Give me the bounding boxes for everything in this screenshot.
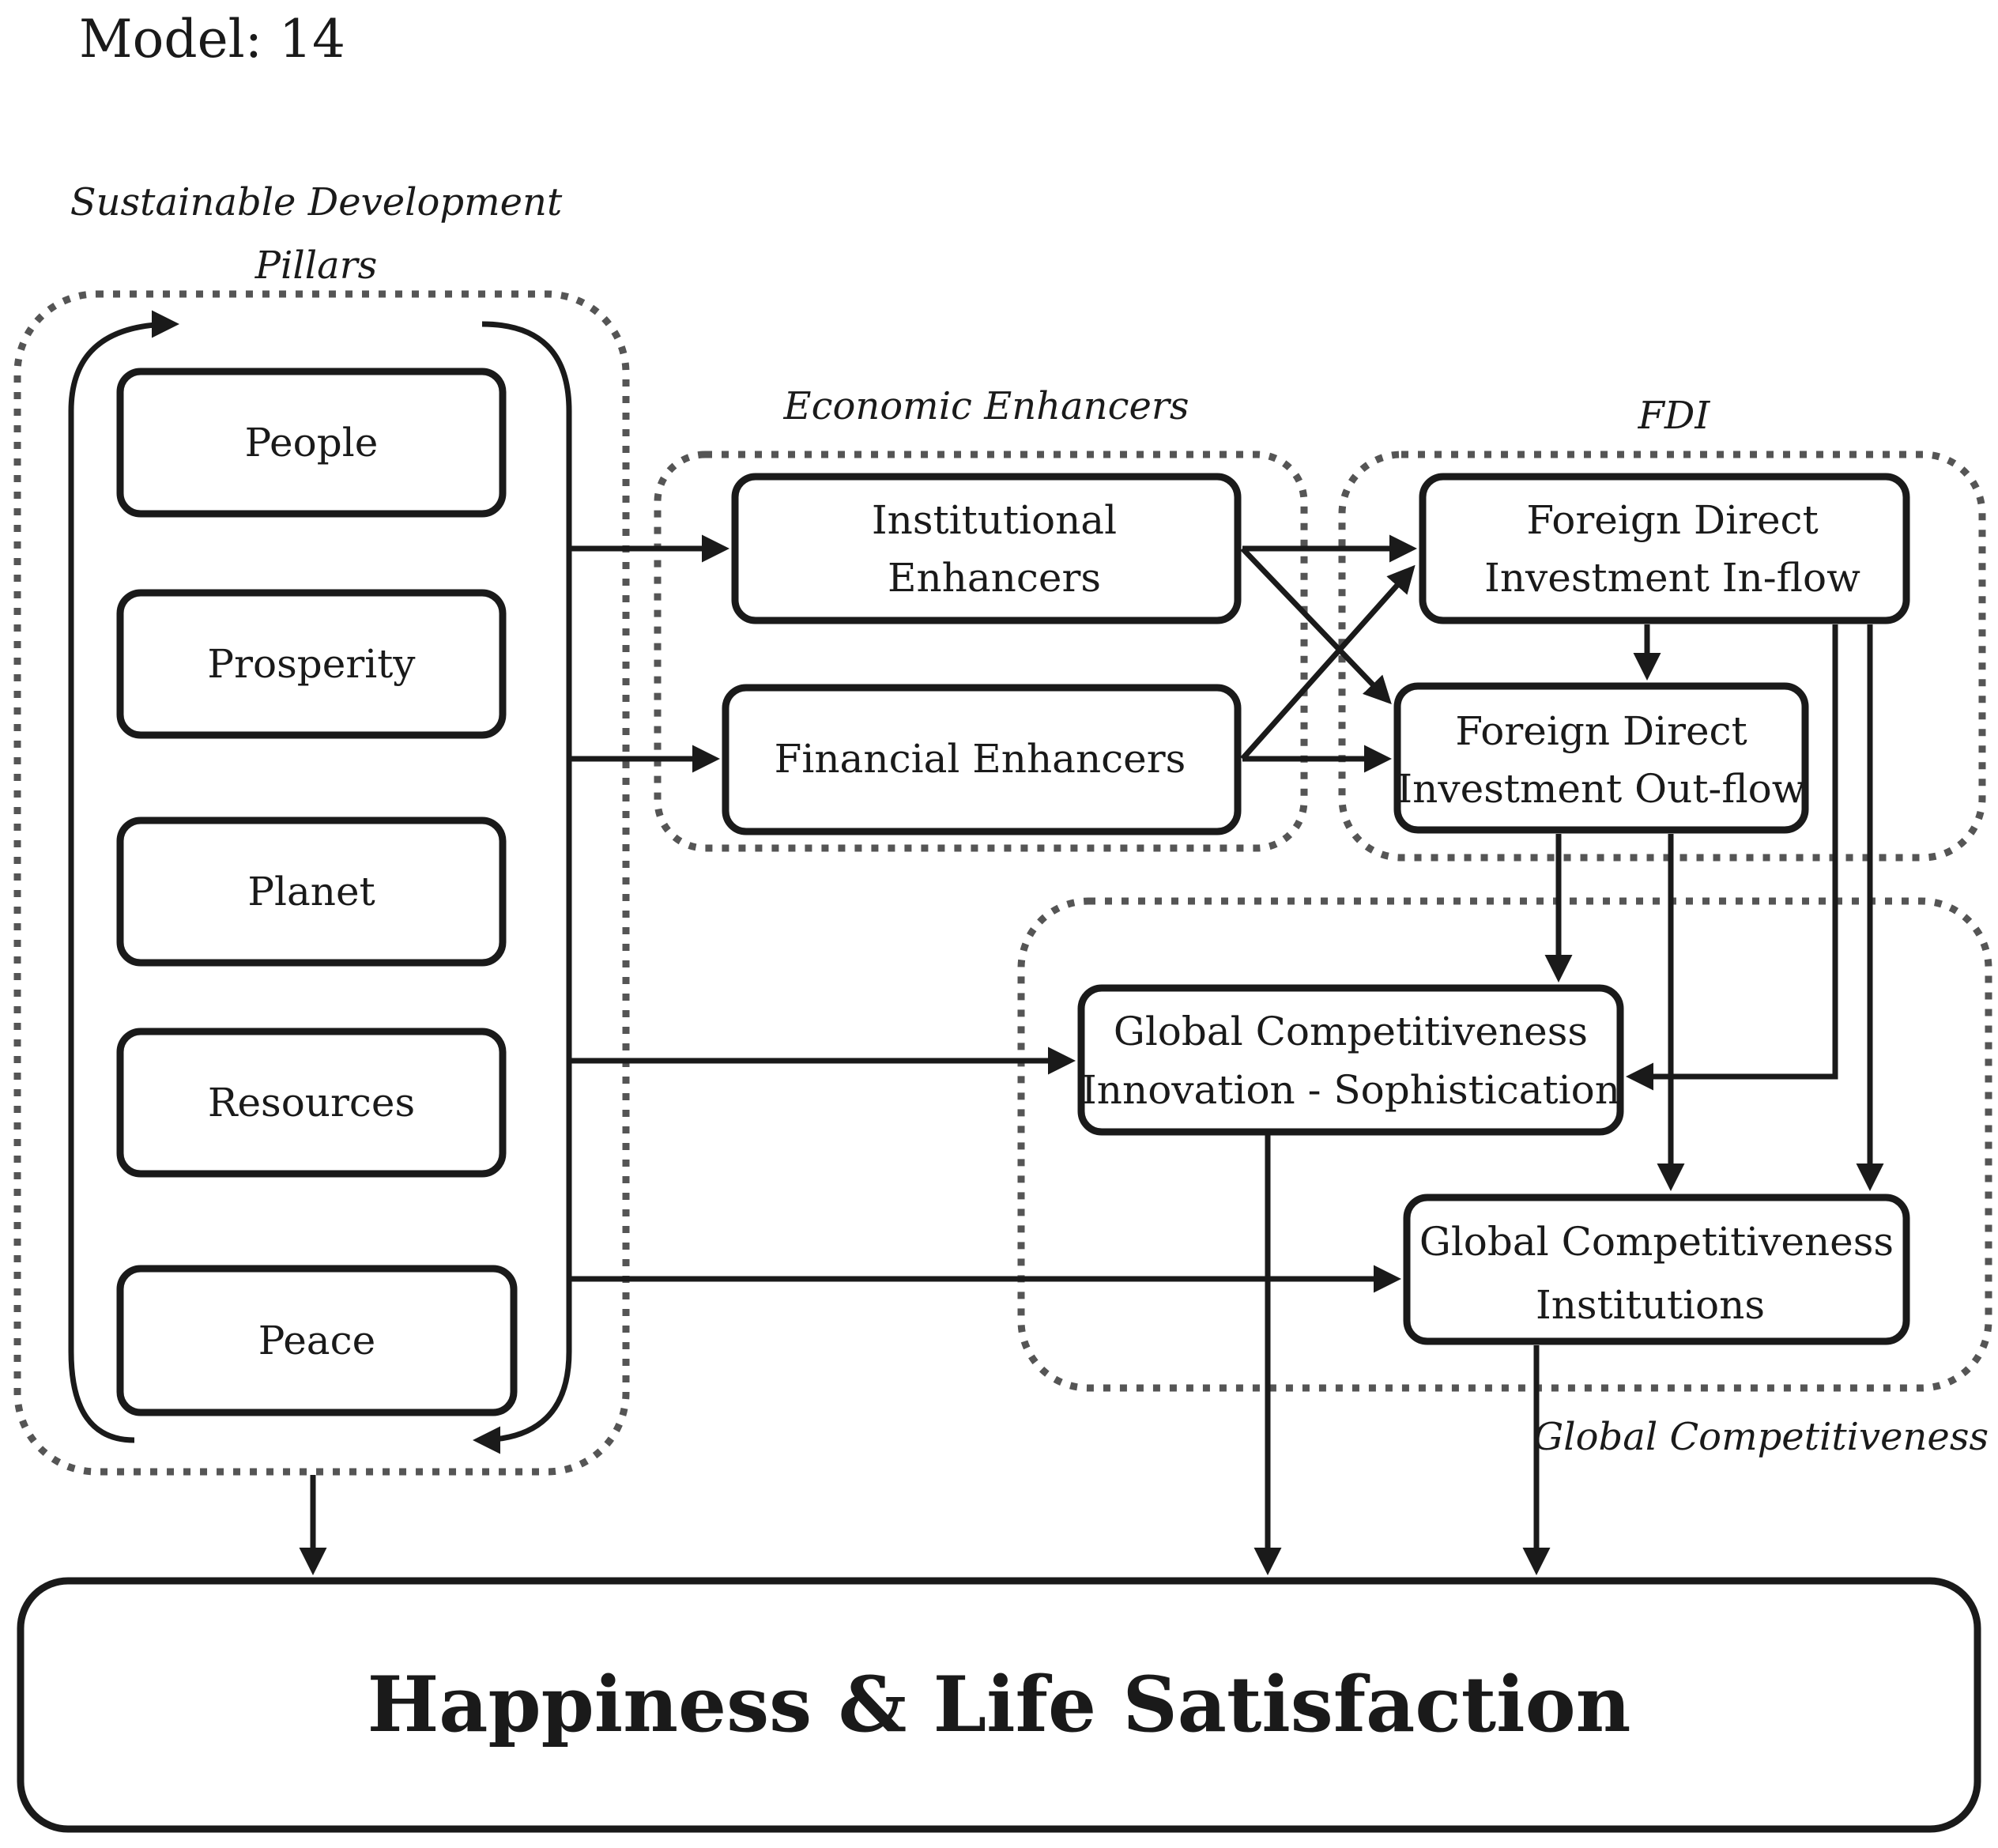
- cycle-arrow-left: [68, 310, 179, 1443]
- fdi-outflow-box: [1393, 682, 1809, 834]
- pillar-planet-box: [116, 817, 507, 967]
- fdi-outflow-label-line1: Foreign Direct: [1455, 708, 1747, 754]
- sdg-group-label-line2: Pillars: [254, 243, 378, 288]
- pillar-peace-box: [116, 1265, 518, 1416]
- fdi-outflow-label-line2: Investment Out-flow: [1397, 766, 1805, 812]
- model-title: Model: 14: [79, 9, 345, 70]
- financial-enhancers-box: [722, 684, 1242, 835]
- outcome-box: [17, 1577, 1981, 1833]
- economic-group-label: Economic Enhancers: [783, 384, 1189, 428]
- gc-institutions-label-line1: Global Competitiveness: [1419, 1219, 1894, 1265]
- gc-institutions-label-line2: Institutions: [1536, 1282, 1765, 1328]
- fdi-group-label: FDI: [1638, 394, 1711, 438]
- cycle-arrow-right: [473, 321, 572, 1454]
- institutional-enhancers-box: [731, 473, 1242, 624]
- arrow-financial-to-inflow: [1240, 564, 1416, 761]
- pillar-peace-label: Peace: [258, 1318, 375, 1363]
- fdi-inflow-label-line2: Investment In-flow: [1484, 555, 1860, 601]
- gc-innovation-box: [1077, 984, 1624, 1136]
- institutional-enhancers-label-line1: Institutional: [872, 497, 1117, 543]
- sdg-group-label-line1: Sustainable Development: [70, 180, 563, 224]
- financial-enhancers-label: Financial Enhancers: [775, 736, 1186, 782]
- fdi-inflow-label-line1: Foreign Direct: [1526, 497, 1818, 543]
- gc-innovation-label-line2: Innovation - Sophistication: [1081, 1067, 1620, 1113]
- arrow-institutional-to-outflow: [1240, 546, 1392, 705]
- pillar-people-label: People: [245, 420, 379, 466]
- global-group-label: Global Competitiveness: [1533, 1415, 1989, 1459]
- pillar-resources-box: [116, 1028, 507, 1178]
- fdi-inflow-box: [1419, 473, 1910, 624]
- pillar-resources-label: Resources: [208, 1080, 415, 1126]
- outcome-label: Happiness & Life Satisfaction: [368, 1660, 1631, 1749]
- sdg-group-border: [13, 290, 630, 1476]
- pillar-planet-label: Planet: [247, 869, 375, 915]
- gc-institutions-box: [1403, 1194, 1910, 1345]
- pillar-prosperity-label: Prosperity: [207, 641, 416, 687]
- arrow-inflow-to-gc-innovation: [1626, 624, 1838, 1091]
- institutional-enhancers-label-line2: Enhancers: [888, 555, 1101, 601]
- pillar-prosperity-box: [116, 589, 507, 739]
- gc-innovation-label-line1: Global Competitiveness: [1114, 1009, 1588, 1054]
- pillar-people-box: [116, 368, 507, 518]
- global-group-border: [1017, 897, 1992, 1392]
